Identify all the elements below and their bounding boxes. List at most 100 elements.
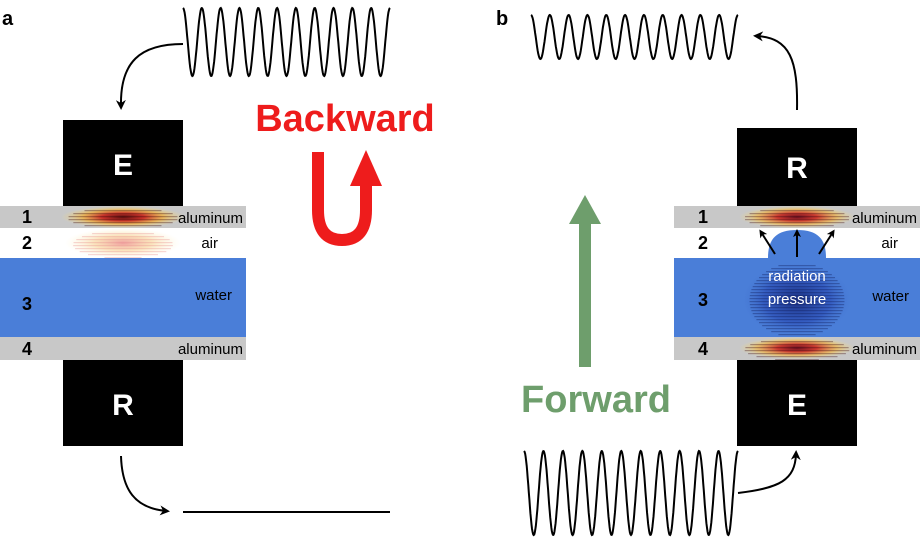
block-top-b-label: R <box>786 152 808 185</box>
layer-3-num-a: 3 <box>22 294 32 314</box>
field-stripe <box>68 216 178 218</box>
block-top-a-label: E <box>113 149 133 182</box>
field-stripe <box>751 310 843 312</box>
field-stripe <box>756 319 838 321</box>
pressure-arrow-right <box>818 229 835 255</box>
field-stripe <box>76 239 170 241</box>
field-stripe <box>745 347 849 349</box>
field-stripes-b3 <box>749 265 845 336</box>
field-stripe <box>81 236 165 238</box>
layer-3-water-a <box>0 258 246 337</box>
field-hotspot-b1 <box>739 206 855 228</box>
forward-arrow <box>569 195 601 367</box>
field-stripe <box>84 210 162 212</box>
field-stripe <box>771 331 823 333</box>
field-stripe <box>88 254 158 256</box>
field-stripe <box>750 307 844 309</box>
incoming-wave-b <box>523 449 739 537</box>
block-bottom-b <box>737 360 857 446</box>
pressure-arrow-left <box>759 229 776 255</box>
field-stripe <box>73 245 173 247</box>
layer-2-num-b: 2 <box>698 233 708 253</box>
field-stripe <box>749 301 845 303</box>
layer-4-num-b: 4 <box>698 339 708 359</box>
backward-u-arrow <box>312 150 382 247</box>
block-top-b <box>737 128 857 206</box>
layer-2-name-a: air <box>201 235 218 252</box>
block-top-a <box>63 120 183 206</box>
block-bottom-b-label: E <box>787 389 807 422</box>
field-stripes-b1 <box>745 210 849 227</box>
field-stripe <box>749 213 845 215</box>
field-stripe <box>748 353 846 355</box>
layer-1-num-a: 1 <box>22 207 32 227</box>
field-stripe <box>756 280 838 282</box>
layer-3-num-b: 3 <box>698 290 708 310</box>
field-stripe <box>104 257 142 259</box>
field-stripe <box>92 233 154 235</box>
field-stripe <box>760 225 834 227</box>
layer-4-aluminum-a <box>0 337 246 360</box>
field-stripe <box>756 356 838 358</box>
field-stripe <box>760 210 834 212</box>
layer-1-name-b: aluminum <box>852 210 917 227</box>
field-stripe <box>759 322 835 324</box>
field-stripes-b4 <box>744 341 850 361</box>
field-stripe <box>750 344 844 346</box>
field-stripe <box>745 216 849 218</box>
field-stripe <box>79 251 167 253</box>
field-stripe <box>771 268 823 270</box>
layer-2-num-a: 2 <box>22 233 32 253</box>
field-stripe <box>778 334 816 336</box>
block-bottom-a-label: R <box>112 389 134 422</box>
field-hotspot-b4 <box>739 337 855 359</box>
field-stripe <box>749 304 845 306</box>
outgoing-arrow-b <box>753 31 799 111</box>
layer-4-num-a: 4 <box>22 339 32 359</box>
field-stripe <box>775 359 819 361</box>
layer-2-name-b: air <box>881 235 898 252</box>
layer-1-name-a: aluminum <box>178 210 243 227</box>
layer-3-name-b: water <box>871 288 909 305</box>
field-stripe <box>754 283 840 285</box>
field-stripes-a2 <box>73 233 173 259</box>
field-stripe <box>73 242 173 244</box>
field-stripe <box>759 277 835 279</box>
field-stripe <box>75 248 171 250</box>
field-stripe <box>745 219 849 221</box>
field-stripe <box>73 222 173 224</box>
layer-3-name-a: water <box>194 287 232 304</box>
field-stripe <box>749 295 845 297</box>
field-stripe <box>752 286 842 288</box>
field-stripe <box>73 213 173 215</box>
block-bottom-a <box>63 360 183 446</box>
backward-label: Backward <box>255 98 435 140</box>
pressure-label-line2: pressure <box>768 291 826 308</box>
incoming-wave-a <box>182 6 391 78</box>
field-stripe <box>84 225 162 227</box>
field-stripe <box>778 265 816 267</box>
field-stripe <box>68 219 178 221</box>
layer-4-name-b: aluminum <box>852 341 917 358</box>
field-stripe <box>760 341 834 343</box>
incoming-arrow-b <box>737 450 801 494</box>
field-stripe <box>744 350 850 352</box>
panel-a: a E 1 2 3 4 aluminum air water aluminum … <box>0 6 435 516</box>
field-stripe <box>751 289 843 291</box>
field-stripe <box>762 274 832 276</box>
layer-4-name-a: aluminum <box>178 341 243 358</box>
field-hotspot-a2 <box>65 228 181 258</box>
field-stripe <box>749 222 845 224</box>
pressure-label-line1: radiation <box>768 268 826 285</box>
panel-b: b R radiation pressure 1 2 3 4 aluminum <box>496 8 920 537</box>
incoming-arrow-a <box>115 43 184 110</box>
field-stripe <box>762 325 832 327</box>
layer-1-num-b: 1 <box>698 207 708 227</box>
field-stripe <box>749 298 845 300</box>
field-stripe <box>750 292 844 294</box>
field-hotspot-a1 <box>61 206 185 228</box>
outgoing-wave-b <box>530 13 739 61</box>
outgoing-arrow-a <box>120 455 170 516</box>
field-stripe <box>754 316 840 318</box>
